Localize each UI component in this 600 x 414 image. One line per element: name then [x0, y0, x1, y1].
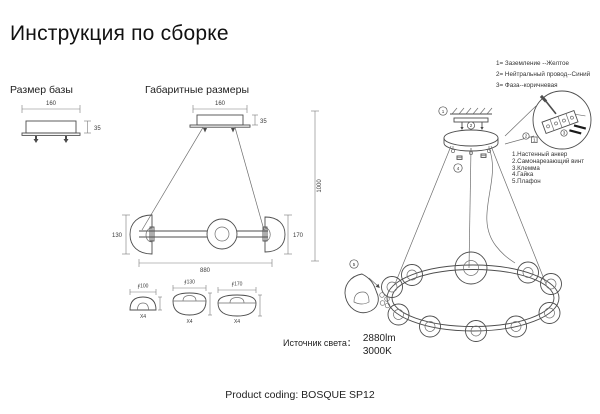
callout-4: 4	[453, 163, 463, 173]
light-source-label: Источник света：	[283, 338, 356, 348]
callout-5: 5	[349, 259, 359, 269]
svg-text:∮170: ∮170	[232, 282, 243, 288]
shade-detail-130: ∮130 X4	[172, 280, 212, 325]
screwdriver-icon	[539, 94, 557, 115]
left-shade	[129, 214, 155, 255]
canopy-hanger-icon	[203, 128, 207, 133]
loose-plafond	[344, 273, 380, 314]
parts-list-item: 1.Настенный анкер	[512, 151, 568, 158]
svg-text:5: 5	[353, 262, 356, 267]
parts-list-item: 3.Клемма	[512, 164, 540, 172]
parts-list-item: 4.Гайка	[512, 171, 534, 179]
svg-text:X4: X4	[140, 314, 146, 320]
canopy-hanger-icon	[231, 128, 235, 133]
svg-text:1: 1	[442, 109, 445, 114]
svg-text:X4: X4	[234, 319, 240, 325]
product-coding: Product coding: BOSQUE SP12	[225, 389, 375, 401]
wiring-detail-balloon: 2 1 3	[504, 90, 592, 150]
svg-text:4: 4	[457, 166, 460, 171]
base-height-dim: 35	[94, 126, 101, 132]
base-width-dim: 160	[46, 101, 57, 107]
legend-line: 3= Фаза--коричневая	[496, 82, 558, 89]
overall-dimensions-label: Габаритные размеры	[145, 84, 249, 96]
ring-shades	[381, 251, 562, 342]
parts-list-item: 2.Самонарезающий винт	[512, 157, 585, 165]
svg-text:X4: X4	[186, 319, 192, 325]
assembly-diagram: 1 2	[344, 90, 592, 342]
svg-text:2: 2	[525, 134, 528, 139]
left-shade-height-dim: 130	[112, 233, 123, 239]
light-source-lumens: 2880lm	[362, 333, 396, 344]
wiring-legend: 1= Заземление --Желтое 2= Нейтральный пр…	[496, 58, 590, 91]
balloon-callout-2: 2	[522, 132, 530, 140]
mounting-plate	[453, 117, 489, 123]
svg-text:∮100: ∮100	[138, 284, 149, 290]
ceiling-hatch	[450, 107, 493, 115]
right-shade	[262, 216, 286, 253]
nut-icon	[456, 153, 487, 160]
shade-detail-170: ∮170 X4	[217, 282, 262, 325]
svg-text:3: 3	[563, 131, 566, 136]
ring	[386, 264, 560, 332]
base-screw-icon	[33, 136, 39, 143]
fixture-height-dim: 170	[293, 233, 304, 239]
clamp-detail	[379, 292, 391, 309]
power-cord	[486, 147, 516, 264]
base-size-label: Размер базы	[10, 84, 73, 96]
overall-dimensions-diagram: 160 35	[112, 101, 323, 325]
fixture-width-dim: 880	[200, 268, 211, 274]
balloon-callout-1: 1	[531, 136, 538, 143]
callout-2: 2	[467, 121, 475, 130]
base-screw-icon	[63, 136, 69, 143]
legend-line: 1= Заземление --Желтое	[496, 60, 569, 67]
svg-text:2: 2	[470, 123, 473, 128]
svg-text:∮130: ∮130	[184, 280, 195, 286]
svg-text:1: 1	[533, 138, 536, 143]
drop-height-dim: 1000	[317, 179, 323, 193]
legend-line: 2= Нейтральный провод--Синий	[496, 71, 591, 78]
canopy-width-dim: 160	[215, 101, 226, 107]
light-source-spec: Источник света： 2880lm 3000K	[283, 332, 396, 358]
balloon-callout-3: 3	[560, 129, 568, 137]
parts-list-item: 5.Плафон	[512, 178, 541, 186]
page-title: Инструкция по сборке	[10, 22, 229, 45]
self-tapping-screw-icon	[460, 122, 484, 130]
base-size-diagram: 160 35	[21, 101, 101, 143]
callout-1: 1	[438, 106, 448, 116]
light-source-temp: 3000K	[362, 346, 392, 357]
center-shade	[206, 218, 238, 250]
parts-list: 1.Настенный анкер 2.Самонарезающий винт …	[512, 151, 585, 186]
canopy-height-dim: 35	[260, 119, 267, 125]
shade-detail-100: ∮100 X4	[129, 284, 162, 320]
